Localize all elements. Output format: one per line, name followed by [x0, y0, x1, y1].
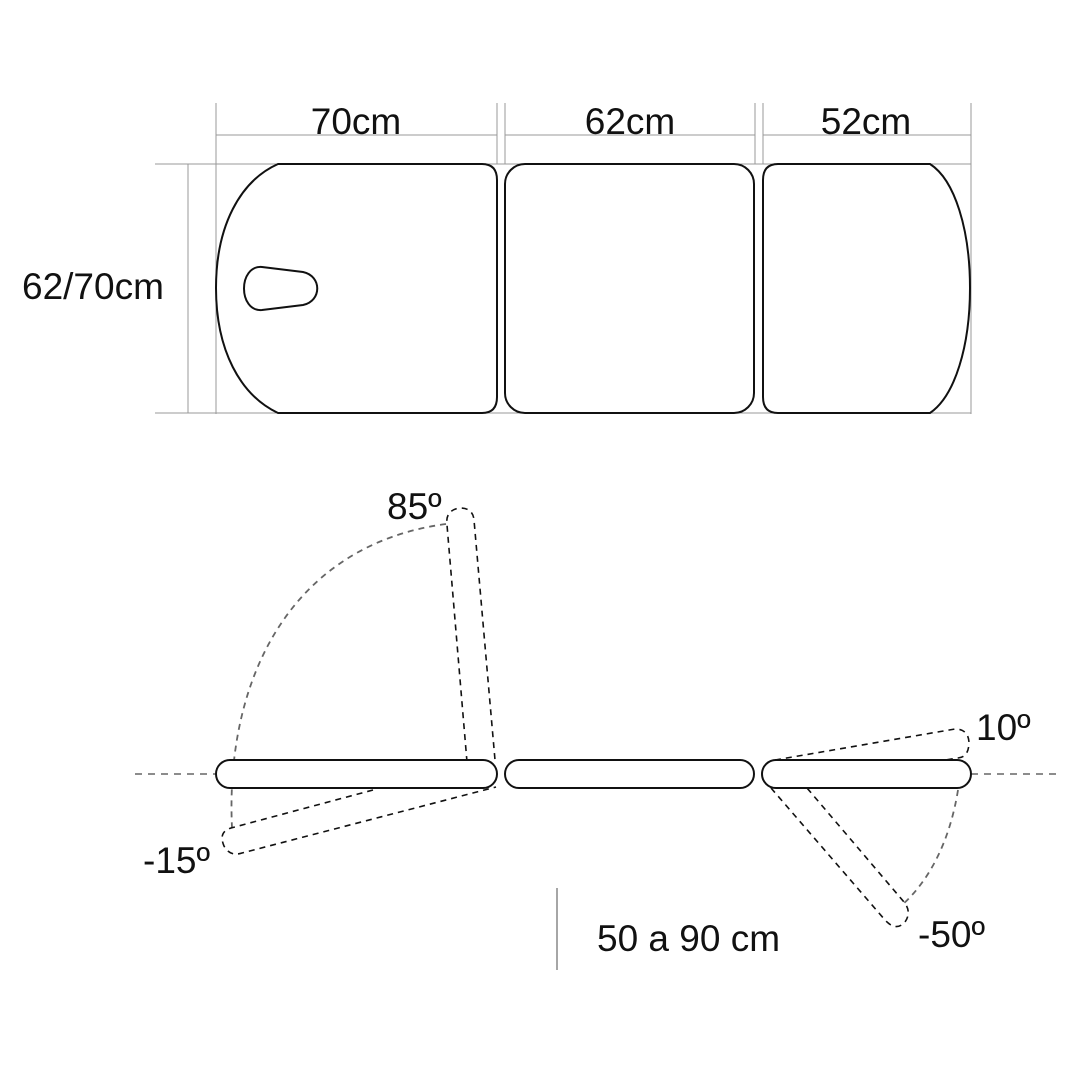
foot-down-position [770, 787, 910, 928]
middle-length-label: 62cm [585, 101, 675, 142]
head-up-angle-label: 85º [387, 486, 442, 527]
foot-section-side [761, 759, 972, 789]
head-up-position [445, 507, 496, 763]
head-down-angle-label: -15º [143, 840, 210, 881]
head-down-position [221, 786, 497, 855]
foot-up-position [774, 728, 970, 762]
width-label: 62/70cm [22, 266, 164, 307]
head-length-label: 70cm [311, 101, 401, 142]
foot-down-angle-label: -50º [918, 914, 985, 955]
head-section-side [215, 759, 498, 789]
height-range-label: 50 a 90 cm [597, 918, 780, 959]
face-hole [243, 265, 319, 312]
foot-section-top [762, 163, 972, 414]
middle-section-side [504, 759, 755, 789]
foot-up-angle-label: 10º [976, 707, 1031, 748]
foot-length-label: 52cm [821, 101, 911, 142]
head-section-top [214, 163, 498, 414]
middle-section-top [504, 163, 755, 414]
foot-sweep-arc [901, 789, 959, 906]
